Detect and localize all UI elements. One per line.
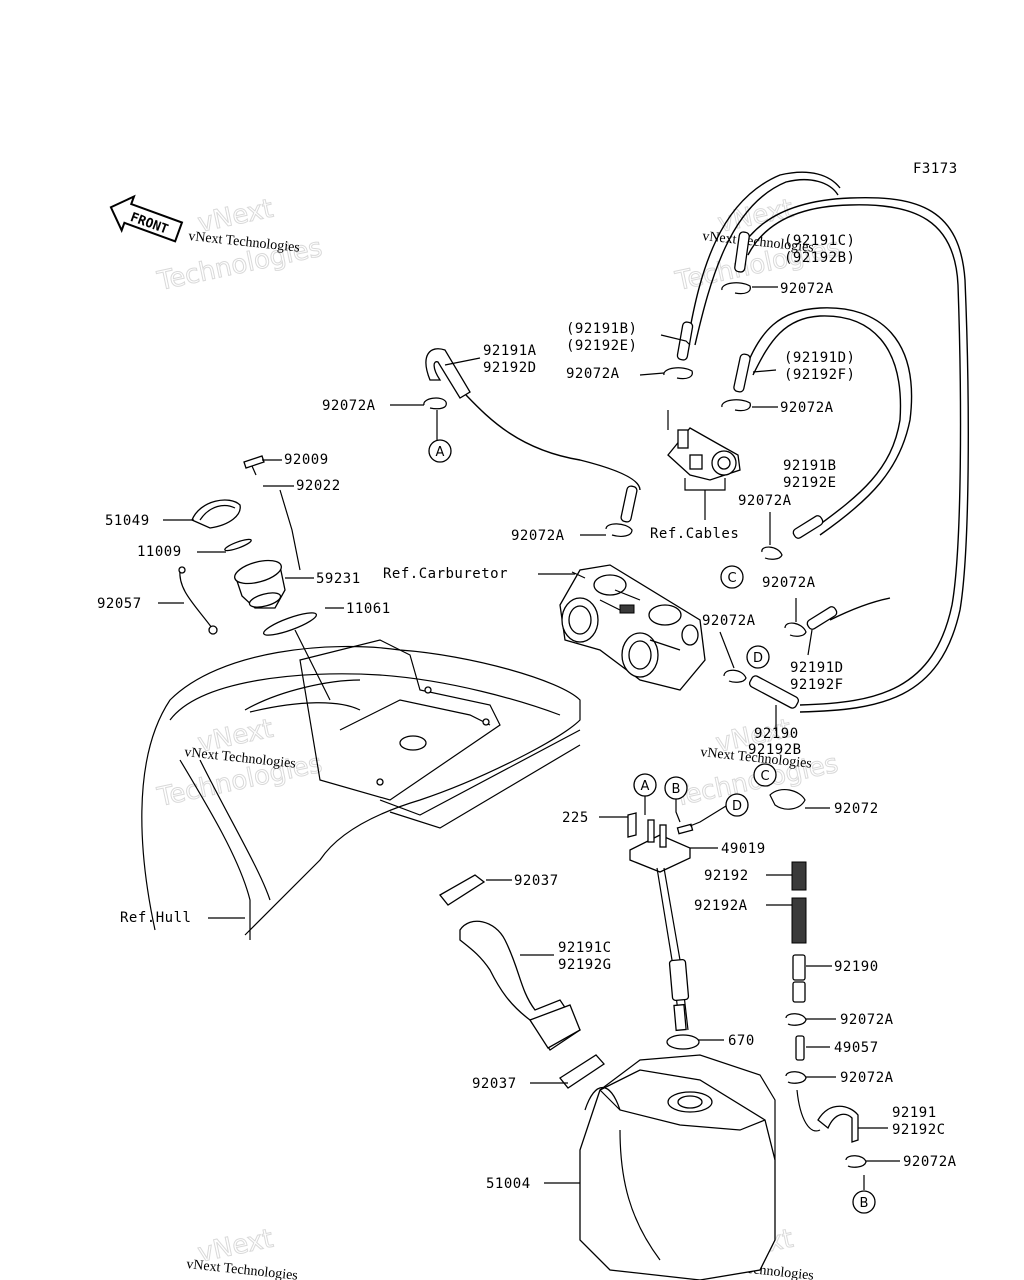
fuel-valve-assembly bbox=[667, 410, 741, 520]
label-92072A: 92072A bbox=[840, 1070, 894, 1086]
label-92191B: 92191B bbox=[783, 458, 837, 474]
label-92192B-paren: (92192B) bbox=[784, 250, 855, 266]
part-labels: (92191C) (92192B) 92072A (92191B) (92192… bbox=[97, 233, 957, 1192]
right-column-parts bbox=[791, 861, 859, 1143]
svg-text:B: B bbox=[672, 782, 681, 797]
label-225: 225 bbox=[562, 810, 589, 826]
label-92191D: 92191D bbox=[790, 660, 844, 676]
connector-d-bottom: D bbox=[725, 793, 749, 817]
svg-text:A: A bbox=[641, 779, 650, 794]
label-92192C: 92192C bbox=[892, 1122, 946, 1138]
hose-routing-top bbox=[687, 171, 969, 713]
label-92190: 92190 bbox=[754, 726, 799, 742]
svg-text:C: C bbox=[727, 571, 736, 586]
label-92072A: 92072A bbox=[762, 575, 816, 591]
label-49057: 49057 bbox=[834, 1040, 879, 1056]
fuel-tank bbox=[579, 1034, 776, 1280]
label-92192D: 92192D bbox=[483, 360, 537, 376]
clamps bbox=[423, 282, 867, 1168]
label-92192A: 92192A bbox=[694, 898, 748, 914]
label-ref-carburetor: Ref.Carburetor bbox=[383, 566, 508, 582]
label-92057: 92057 bbox=[97, 596, 142, 612]
label-92192F: 92192F bbox=[790, 677, 844, 693]
label-92191B-paren: (92191B) bbox=[566, 321, 637, 337]
label-92192E: 92192E bbox=[783, 475, 837, 491]
label-59231: 59231 bbox=[316, 571, 361, 587]
label-92192: 92192 bbox=[704, 868, 749, 884]
label-92009: 92009 bbox=[284, 452, 329, 468]
leader-lines bbox=[158, 286, 900, 1190]
svg-text:D: D bbox=[753, 651, 763, 666]
label-92037: 92037 bbox=[472, 1076, 517, 1092]
label-92072A: 92072A bbox=[322, 398, 376, 414]
label-92190: 92190 bbox=[834, 959, 879, 975]
label-92192G: 92192G bbox=[558, 957, 612, 973]
label-49019: 49019 bbox=[721, 841, 766, 857]
label-92072A: 92072A bbox=[780, 400, 834, 416]
connector-d-top: D bbox=[746, 645, 770, 669]
watermark-text: vNext Technologies bbox=[186, 1257, 299, 1280]
connector-c-bottom: C bbox=[753, 763, 777, 787]
hull-outline bbox=[141, 639, 581, 940]
label-92072A: 92072A bbox=[903, 1154, 957, 1170]
label-92072: 92072 bbox=[834, 801, 879, 817]
label-92072A: 92072A bbox=[780, 281, 834, 297]
connector-a-top: A bbox=[428, 439, 452, 463]
fuel-pickup-assembly bbox=[627, 812, 694, 1032]
svg-text:B: B bbox=[860, 1196, 869, 1211]
label-51004: 51004 bbox=[486, 1176, 531, 1192]
label-92072A: 92072A bbox=[566, 366, 620, 382]
carburetor-assembly bbox=[559, 564, 706, 691]
filler-cap-parts bbox=[178, 455, 331, 701]
label-ref-cables: Ref.Cables bbox=[650, 526, 739, 542]
label-92192E-paren: (92192E) bbox=[566, 338, 637, 354]
label-92022: 92022 bbox=[296, 478, 341, 494]
figure-code: F3173 bbox=[913, 161, 958, 177]
front-arrow-icon: FRONT bbox=[109, 194, 184, 243]
label-11061: 11061 bbox=[346, 601, 391, 617]
connector-b-bottom: B bbox=[664, 776, 688, 800]
label-92191A: 92191A bbox=[483, 343, 537, 359]
label-92191C: 92191C bbox=[558, 940, 612, 956]
label-92192F-paren: (92192F) bbox=[784, 367, 855, 383]
filler-neck-hose bbox=[439, 874, 605, 1089]
label-11009: 11009 bbox=[137, 544, 182, 560]
label-92191D-paren: (92191D) bbox=[784, 350, 855, 366]
label-92072A: 92072A bbox=[738, 493, 792, 509]
label-92192B: 92192B bbox=[748, 742, 802, 758]
svg-text:C: C bbox=[760, 769, 769, 784]
connector-b-tank: B bbox=[852, 1190, 876, 1214]
hose-92191A bbox=[425, 348, 641, 491]
svg-text:A: A bbox=[436, 445, 445, 460]
label-ref-hull: Ref.Hull bbox=[120, 910, 191, 926]
label-92191: 92191 bbox=[892, 1105, 937, 1121]
svg-text:D: D bbox=[732, 799, 742, 814]
label-92072A: 92072A bbox=[840, 1012, 894, 1028]
label-92072A: 92072A bbox=[511, 528, 565, 544]
label-51049: 51049 bbox=[105, 513, 150, 529]
connector-a-bottom: A bbox=[633, 773, 657, 797]
label-92037: 92037 bbox=[514, 873, 559, 889]
hose-segments bbox=[620, 231, 838, 709]
label-670: 670 bbox=[728, 1033, 755, 1049]
label-92072A: 92072A bbox=[702, 613, 756, 629]
connector-c-top: C bbox=[720, 565, 744, 589]
label-92191C-paren: (92191C) bbox=[784, 233, 855, 249]
